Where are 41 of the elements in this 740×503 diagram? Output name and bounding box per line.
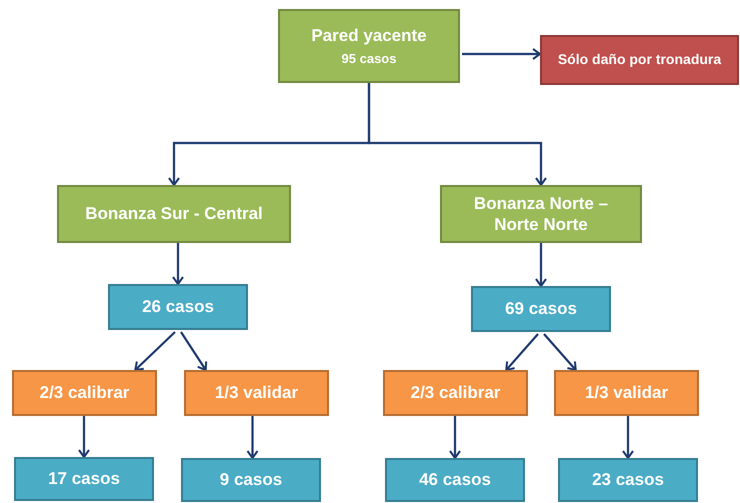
arrow xyxy=(78,416,90,458)
arrow xyxy=(246,416,258,459)
count-box xyxy=(14,457,154,501)
count-box xyxy=(471,286,611,332)
arrow xyxy=(535,243,547,287)
box-title: 1/3 validar xyxy=(214,382,298,404)
box-title: 23 casos xyxy=(592,469,664,491)
box-title: 46 casos xyxy=(419,469,491,491)
box-title: 9 casos xyxy=(220,469,282,491)
arrow xyxy=(505,333,539,371)
box-title: 26 casos xyxy=(142,296,214,318)
arrow xyxy=(172,243,184,285)
box-title: 2/3 calibrar xyxy=(40,382,130,404)
count-box xyxy=(558,458,698,502)
process-box xyxy=(383,370,528,416)
arrow xyxy=(462,48,541,60)
process-box xyxy=(278,9,460,83)
box-title: 1/3 validar xyxy=(584,382,668,404)
process-box xyxy=(184,370,329,416)
outcome-box xyxy=(540,35,739,85)
process-box xyxy=(440,185,642,243)
process-box xyxy=(57,185,291,243)
process-box xyxy=(12,370,157,416)
arrow xyxy=(449,416,461,459)
box-title: Sólo daño por tronadura xyxy=(558,51,722,69)
arrow xyxy=(134,331,176,371)
box-title: 2/3 calibrar xyxy=(410,382,500,404)
box-title: 69 casos xyxy=(505,298,577,320)
box-title: Bonanza Sur - Central xyxy=(85,203,263,225)
arrow xyxy=(180,331,208,371)
arrow xyxy=(368,83,547,186)
arrow xyxy=(622,416,634,459)
count-box xyxy=(385,458,525,502)
count-box xyxy=(181,458,321,502)
process-box xyxy=(554,370,699,416)
box-title: 17 casos xyxy=(48,468,120,490)
arrow xyxy=(543,333,577,371)
box-title: Pared yacente xyxy=(311,25,427,46)
box-title: Bonanza Norte – Norte Norte xyxy=(472,192,610,236)
count-box xyxy=(108,284,248,330)
box-subtitle: 95 casos xyxy=(342,50,396,67)
